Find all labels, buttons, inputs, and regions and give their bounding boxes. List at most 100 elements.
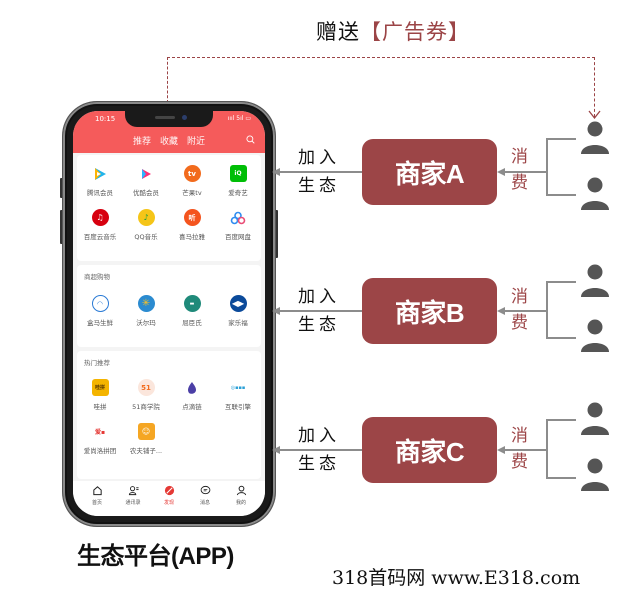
app-tile-51-college[interactable]: 51 51商学院	[123, 373, 169, 417]
consume-connector-b	[505, 310, 548, 312]
dashed-arrow-icon	[588, 110, 601, 119]
user-bracket-c	[546, 419, 576, 479]
consume-label-b: 消费	[511, 287, 528, 333]
status-signal-battery: ıııl 5ıl ▭	[227, 115, 251, 122]
discover-icon	[164, 485, 174, 496]
section-title: 商超购物	[84, 273, 110, 281]
walmart-icon: ✳	[137, 295, 155, 312]
diandi-icon	[184, 379, 201, 396]
consume-connector-c	[505, 449, 548, 451]
phone-side-button	[60, 178, 63, 198]
arrow-left-icon	[272, 307, 280, 315]
phone-screen: 10:15 ıııl 5ıl ▭ 推荐 收藏 附近 腾讯会员 优酷会员	[73, 111, 265, 516]
tab-recommend[interactable]: 推荐	[132, 137, 151, 147]
merchant-b-box: 商家B	[362, 278, 497, 344]
user-icon	[581, 264, 609, 297]
carrefour-icon: ◀▶	[229, 295, 247, 312]
nav-messages[interactable]: 消息	[190, 485, 220, 516]
aishangluo-icon: 爱▪	[94, 429, 106, 436]
arrow-left-icon	[497, 446, 505, 454]
watsons-icon: ▬	[183, 295, 201, 312]
iqiyi-icon: iQ	[229, 165, 247, 182]
gift-prefix: 赠送	[316, 20, 360, 44]
nav-home[interactable]: 首页	[82, 485, 112, 516]
app-tile-ximalaya[interactable]: 听 喜马拉雅	[169, 203, 215, 247]
user-icon	[581, 177, 609, 210]
message-icon	[200, 485, 210, 495]
gift-coupon-label: 赠送【广告券】	[316, 16, 470, 46]
home-icon	[92, 486, 102, 496]
app-tile-watsons[interactable]: ▬ 屈臣氏	[169, 289, 215, 333]
baidu-pan-icon	[230, 209, 247, 226]
arrow-left-icon	[497, 168, 505, 176]
app-tile-youku[interactable]: 优酷会员	[123, 159, 169, 203]
app-tile-nongfu[interactable]: ☺ 农夫铺子...	[123, 417, 169, 461]
section-title: 热门推荐	[84, 359, 110, 367]
app-tile-carrefour[interactable]: ◀▶ 家乐福	[215, 289, 261, 333]
app-tabs: 推荐 收藏 附近	[73, 134, 265, 147]
app-tile-walmart[interactable]: ✳ 沃尔玛	[123, 289, 169, 333]
join-connector-a	[280, 171, 362, 173]
join-connector-c	[280, 449, 362, 451]
qq-music-icon: ♪	[137, 209, 155, 226]
arrow-left-icon	[497, 307, 505, 315]
app-tile-diandi[interactable]: 点滴链	[169, 373, 215, 417]
app-tile-tencent[interactable]: 腾讯会员	[77, 159, 123, 203]
status-time: 10:15	[95, 115, 116, 123]
ximalaya-icon: 听	[183, 209, 201, 226]
app-tile-hulian[interactable]: ◎▪▪▪ 互联引擎	[215, 373, 261, 417]
hema-icon: ◠	[91, 295, 109, 312]
app-tile-iqiyi[interactable]: iQ 爱奇艺	[215, 159, 261, 203]
join-connector-b	[280, 310, 362, 312]
phone-notch	[125, 111, 213, 127]
hot-recommend-section: 热门推荐 哇拼 哇拼 51 51商学院 点滴链 ◎▪▪▪ 互联引擎	[77, 351, 261, 479]
site-watermark: 318首码网 www.E318.com	[332, 567, 581, 589]
nongfu-icon: ☺	[137, 423, 155, 440]
app-tile-aishangluo[interactable]: 爱▪ 爱尚洛拼团	[77, 417, 123, 461]
51-college-icon: 51	[137, 379, 155, 396]
app-tile-qq-music[interactable]: ♪ QQ音乐	[123, 203, 169, 247]
nav-discover[interactable]: 发现	[154, 485, 184, 516]
dashed-connector-horizontal	[167, 57, 595, 58]
platform-caption: 生态平台(APP)	[77, 543, 234, 570]
join-label-b: 加入生态	[298, 287, 340, 335]
wapin-icon: 哇拼	[91, 379, 109, 396]
coupon-highlight: 【广告券】	[360, 20, 470, 44]
profile-icon	[236, 485, 246, 496]
tencent-video-icon	[92, 165, 109, 182]
join-label-c: 加入生态	[298, 426, 340, 474]
shopping-section: 商超购物 ◠ 盒马生鲜 ✳ 沃尔玛 ▬ 屈臣氏 ◀▶ 家乐福	[77, 265, 261, 347]
netease-music-icon: ♫	[91, 209, 109, 226]
app-tile-music[interactable]: ♫ 百度云音乐	[77, 203, 123, 247]
phone-volume-button	[60, 210, 63, 244]
user-icon	[581, 319, 609, 352]
hulian-icon: ◎▪▪▪	[230, 384, 246, 391]
user-bracket-a	[546, 138, 576, 196]
dashed-connector-right	[594, 57, 595, 117]
membership-section: 腾讯会员 优酷会员 tv 芒果tv iQ 爱奇艺 ♫ 百度云音乐	[77, 155, 261, 261]
user-icon	[581, 458, 609, 491]
arrow-left-icon	[272, 168, 280, 176]
app-tile-hema[interactable]: ◠ 盒马生鲜	[77, 289, 123, 333]
app-tile-baidu-pan[interactable]: 百度网盘	[215, 203, 261, 247]
app-tile-mango[interactable]: tv 芒果tv	[169, 159, 215, 203]
consume-label-a: 消费	[511, 147, 528, 193]
consume-connector-a	[505, 171, 548, 173]
consume-label-c: 消费	[511, 426, 528, 472]
merchant-a-box: 商家A	[362, 139, 497, 205]
join-label-a: 加入生态	[298, 148, 340, 196]
app-tile-wapin[interactable]: 哇拼 哇拼	[77, 373, 123, 417]
user-bracket-b	[546, 281, 576, 339]
tab-nearby[interactable]: 附近	[187, 137, 206, 147]
user-icon	[581, 402, 609, 435]
nav-contacts[interactable]: 通讯录	[118, 485, 148, 516]
mango-tv-icon: tv	[183, 165, 201, 182]
contacts-icon	[128, 486, 139, 496]
phone-mockup: 10:15 ıııl 5ıl ▭ 推荐 收藏 附近 腾讯会员 优酷会员	[63, 102, 275, 526]
tab-favorites[interactable]: 收藏	[159, 137, 178, 147]
nav-profile[interactable]: 我的	[226, 485, 256, 516]
youku-icon	[138, 165, 155, 182]
arrow-left-icon	[272, 446, 280, 454]
search-icon[interactable]	[246, 135, 255, 144]
phone-power-button	[275, 210, 278, 258]
